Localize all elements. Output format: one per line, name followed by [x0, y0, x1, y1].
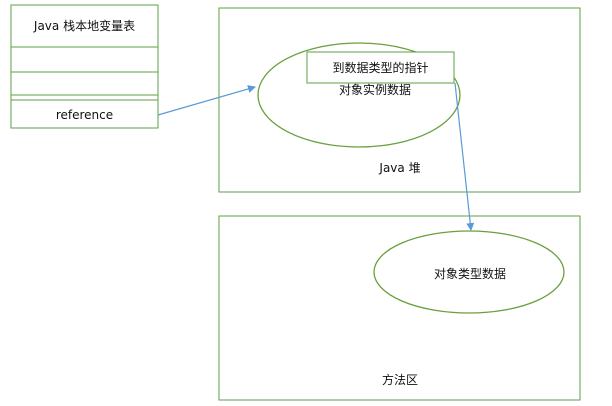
type-data-label: 对象类型数据 [433, 267, 506, 281]
reference-to-object-arrow [157, 85, 256, 116]
object-instance-data-label: 对象实例数据 [338, 83, 411, 97]
method-area-box [218, 215, 581, 401]
type-pointer-label: 到数据类型的指针 [332, 61, 429, 75]
method-area-label: 方法区 [381, 373, 418, 387]
stack-table-border [10, 4, 159, 129]
stack-local-variable-table [10, 4, 159, 129]
java-heap-label: Java 堆 [379, 161, 421, 175]
stack-table-row-reference: reference [55, 108, 114, 122]
type-pointer-box [306, 51, 455, 84]
pointer-to-type-data-arrow [454, 82, 475, 231]
java-heap-box [218, 7, 581, 193]
stack-table-title: Java 栈本地变量表 [33, 19, 136, 33]
type-data-ellipse [373, 230, 565, 314]
